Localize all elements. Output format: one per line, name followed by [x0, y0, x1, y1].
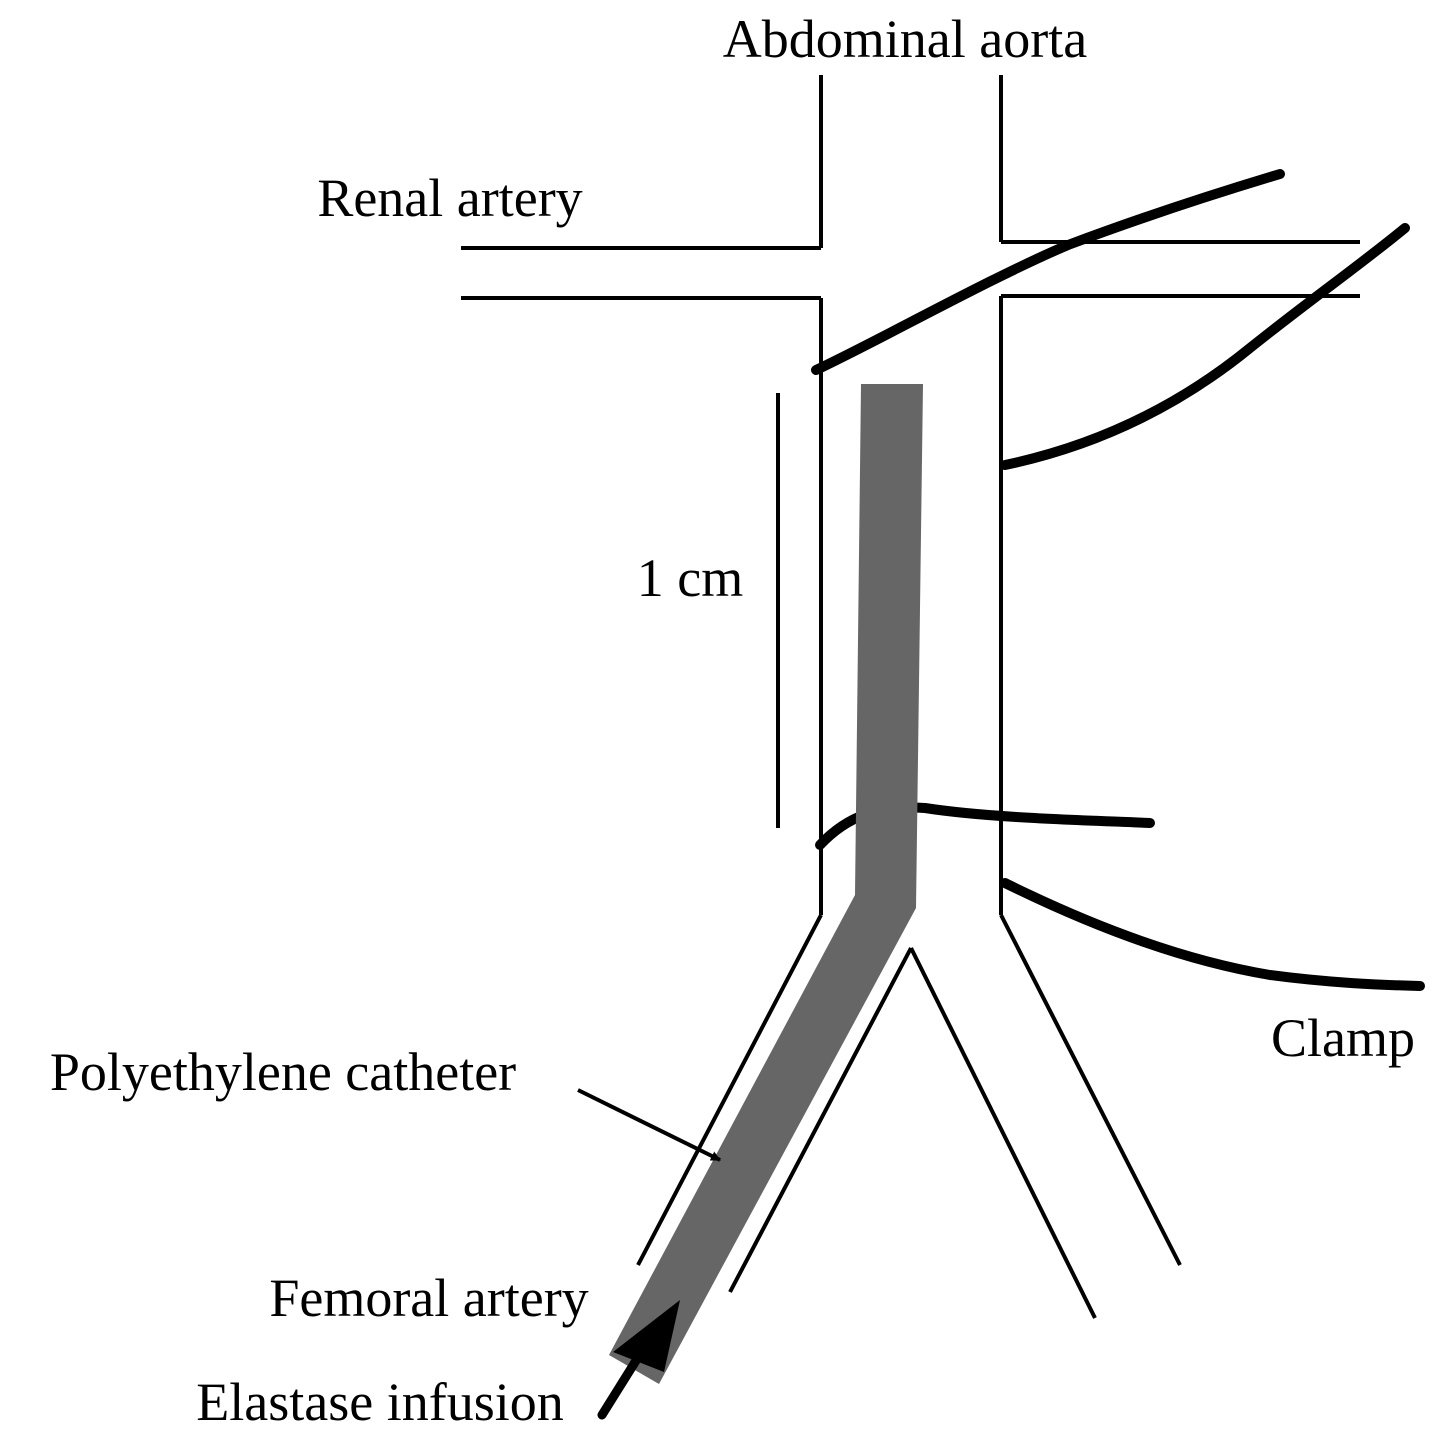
- clamp-label: Clamp: [1271, 1008, 1415, 1068]
- abdominal-aorta-label: Abdominal aorta: [723, 9, 1087, 69]
- femoral-artery-label: Femoral artery: [269, 1268, 588, 1328]
- clamp-upper-a: [811, 169, 1285, 375]
- right-iliac-inner-wall: [909, 947, 1097, 1319]
- left-iliac-inner-wall: [728, 947, 913, 1293]
- clamps: [811, 169, 1425, 991]
- polyethylene-catheter: [609, 384, 923, 1384]
- clamp-upper-b: [1000, 223, 1410, 470]
- iliac-branches: [636, 914, 1182, 1319]
- right-iliac-outer-wall: [999, 914, 1182, 1266]
- left-iliac-outer-wall: [636, 914, 823, 1266]
- infusion-arrow: [597, 1300, 680, 1420]
- scale-label: 1 cm: [637, 548, 743, 608]
- elastase-infusion-label: Elastase infusion: [196, 1372, 563, 1432]
- clamp-lower-a: [815, 802, 1155, 850]
- renal-arteries: [461, 240, 1360, 300]
- catheter-pointer-arrow: [577, 1088, 721, 1162]
- catheter-label: Polyethylene catheter: [50, 1042, 516, 1102]
- clamp-lower-b: [1000, 878, 1425, 991]
- renal-artery-label: Renal artery: [317, 168, 582, 228]
